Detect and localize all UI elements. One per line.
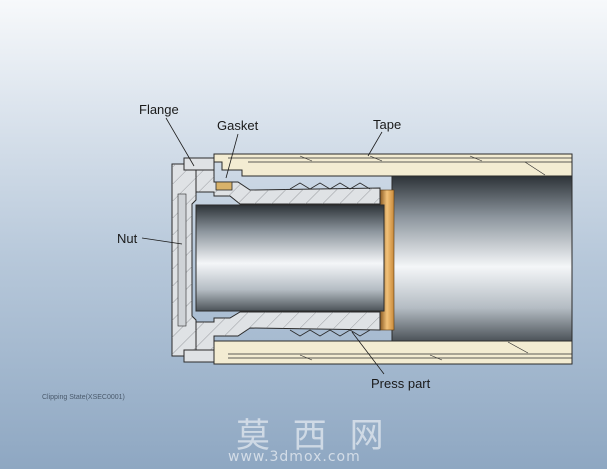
insert-pipe	[195, 204, 385, 312]
tape-label: Tape	[373, 117, 402, 132]
tape-leader	[367, 131, 383, 157]
press-part-leader	[351, 331, 385, 375]
jacket-bottom	[213, 340, 573, 365]
jacket-top	[213, 153, 573, 177]
watermark-url: www.3dmox.com	[228, 449, 361, 465]
inner-pipe	[391, 175, 573, 342]
flange-label: Flange	[139, 102, 179, 117]
nut-leader	[141, 237, 183, 245]
flange-leader	[165, 117, 195, 167]
gasket-label: Gasket	[217, 118, 259, 133]
gasket-leader	[225, 133, 239, 179]
watermark-chinese: 莫 西 网	[236, 416, 390, 456]
fitting-body-top	[175, 169, 381, 205]
nut-label: Nut	[117, 231, 138, 246]
clipping-state-caption: Clipping State(XSEC0001)	[42, 394, 125, 401]
flange	[183, 157, 215, 363]
gasket	[215, 181, 233, 191]
press-part-label: Press part	[371, 376, 431, 391]
nut-body	[171, 163, 197, 357]
